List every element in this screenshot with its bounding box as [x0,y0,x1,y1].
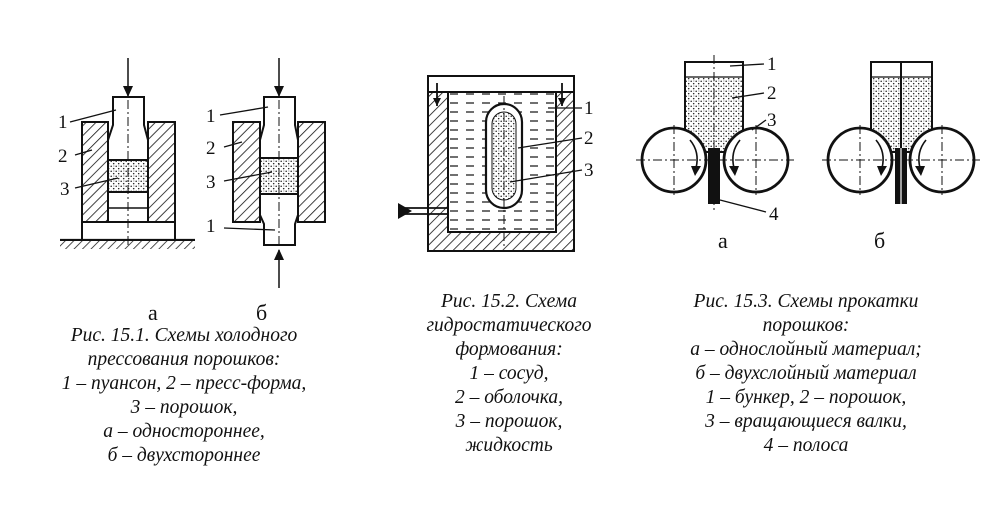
fig3-label-4: 4 [769,204,779,225]
fig2-caption-line: 2 – оболочка, [454,387,564,408]
fig1-caption-line: б – двухстороннее [107,445,261,466]
fig3-caption: Рис. 15.3. Схемы прокатки порошков: а – … [646,290,966,458]
fig3-label-1: 1 [767,54,777,75]
fig2-label-1: 1 [584,98,594,119]
fig3-sublabel-a: а [718,228,728,253]
fig1b-label-1: 1 [206,106,216,127]
fig2-caption-line: гидростатического [426,315,592,336]
fig2-caption-line: формования: [455,339,563,360]
fig1-sublabel-a: а [148,300,158,325]
fig3-caption-line: Рис. 15.3. Схемы прокатки [693,291,919,312]
fig2-caption-line: 3 – порошок, [455,411,563,432]
fig1b-label-3: 3 [206,172,216,193]
fig3-caption-line: б – двухслойный материал [695,363,917,384]
fig1-caption-line: Рис. 15.1. Схемы холодного [70,325,298,346]
fig1-label-2: 2 [58,146,68,167]
fig2-caption-line: 1 – сосуд, [469,363,549,384]
fig1-caption-line: 3 – порошок, [130,397,238,418]
fig1-label-1: 1 [58,112,68,133]
fig1-sublabel-b: б [256,300,267,325]
fig3-caption-line: 3 – вращающиеся валки, [705,411,907,432]
fig2-label-2: 2 [584,128,594,149]
fig1b-label-1-bottom: 1 [206,216,216,237]
fig3-label-2: 2 [767,83,777,104]
fig1-diagram-a: 1 2 3 [58,58,195,249]
fig3-caption-line: порошков: [762,315,850,336]
fig1-label-3: 3 [60,179,70,200]
fig3-diagram-b [822,61,980,204]
fig2-diagram: 1 2 3 [398,75,594,252]
fig2-caption: Рис. 15.2. Схема гидростатического формо… [398,290,620,458]
fig2-caption-line: жидкость [465,435,553,456]
fig1-diagram-b: 1 2 3 1 [206,58,326,288]
fig1-caption: Рис. 15.1. Схемы холодного прессования п… [14,324,354,468]
fig2-label-3: 3 [584,160,594,181]
fig3-caption-line: а – однослойный материал; [690,339,922,360]
fig1-caption-line: прессования порошков: [87,349,281,370]
fig1-caption-line: а – одностороннее, [103,421,265,442]
fig3-caption-line: 1 – бункер, 2 – порошок, [705,387,907,408]
fig1-caption-line: 1 – пуансон, 2 – пресс-форма, [61,373,307,394]
fig3-diagram-a: 1 2 3 4 [636,54,794,225]
fig3-label-3: 3 [767,110,777,131]
fig3-caption-line: 4 – полоса [763,435,849,456]
fig1b-label-2: 2 [206,138,216,159]
fig3-sublabel-b: б [874,228,885,253]
fig2-caption-line: Рис. 15.2. Схема [441,291,577,312]
